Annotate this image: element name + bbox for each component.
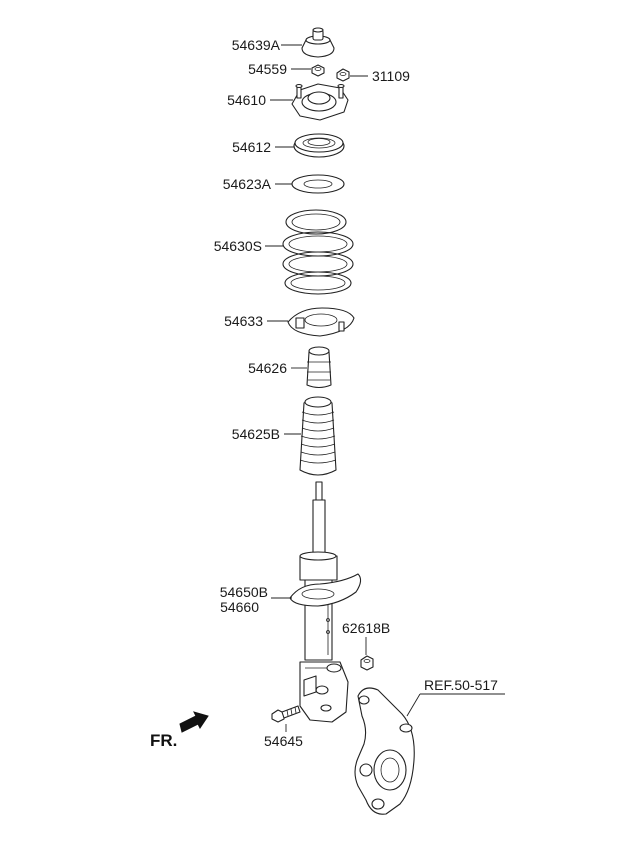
label-31109: 31109 xyxy=(372,68,410,84)
label-54559: 54559 xyxy=(248,61,287,77)
label-54639A: 54639A xyxy=(232,37,281,53)
part-54625B-boot xyxy=(299,396,337,476)
strut-body xyxy=(299,481,338,661)
part-31109-nut xyxy=(336,68,350,82)
part-54626-bumper xyxy=(306,346,332,389)
label-54650B: 54650B xyxy=(220,584,268,600)
part-54623A-pad xyxy=(291,174,345,194)
label-54625B: 54625B xyxy=(232,426,280,442)
part-54633-lower-pad xyxy=(287,307,355,337)
part-54610-mount xyxy=(291,83,349,121)
part-54639A-cap xyxy=(301,27,335,58)
part-54630S-spring xyxy=(282,209,354,295)
label-54610: 54610 xyxy=(227,92,266,108)
orientation-label: FR. xyxy=(150,731,177,750)
part-54559-nut xyxy=(311,64,325,77)
steering-knuckle xyxy=(354,687,415,815)
label-62618B: 62618B xyxy=(342,620,390,636)
label-54626: 54626 xyxy=(248,360,287,376)
label-54645: 54645 xyxy=(264,733,303,749)
label-ref: REF.50-517 xyxy=(424,677,498,693)
arrow-icon xyxy=(179,711,209,733)
label-54630S: 54630S xyxy=(214,238,262,254)
part-62618B-nut xyxy=(360,655,374,671)
strut-bracket xyxy=(299,661,349,723)
part-54650B-spring-seat xyxy=(289,573,362,607)
label-54612: 54612 xyxy=(232,139,271,155)
part-54612-bearing xyxy=(293,133,345,158)
label-54623A: 54623A xyxy=(223,176,272,192)
label-54633: 54633 xyxy=(224,313,263,329)
label-54660: 54660 xyxy=(220,599,259,615)
part-54645-bolt xyxy=(271,705,301,723)
